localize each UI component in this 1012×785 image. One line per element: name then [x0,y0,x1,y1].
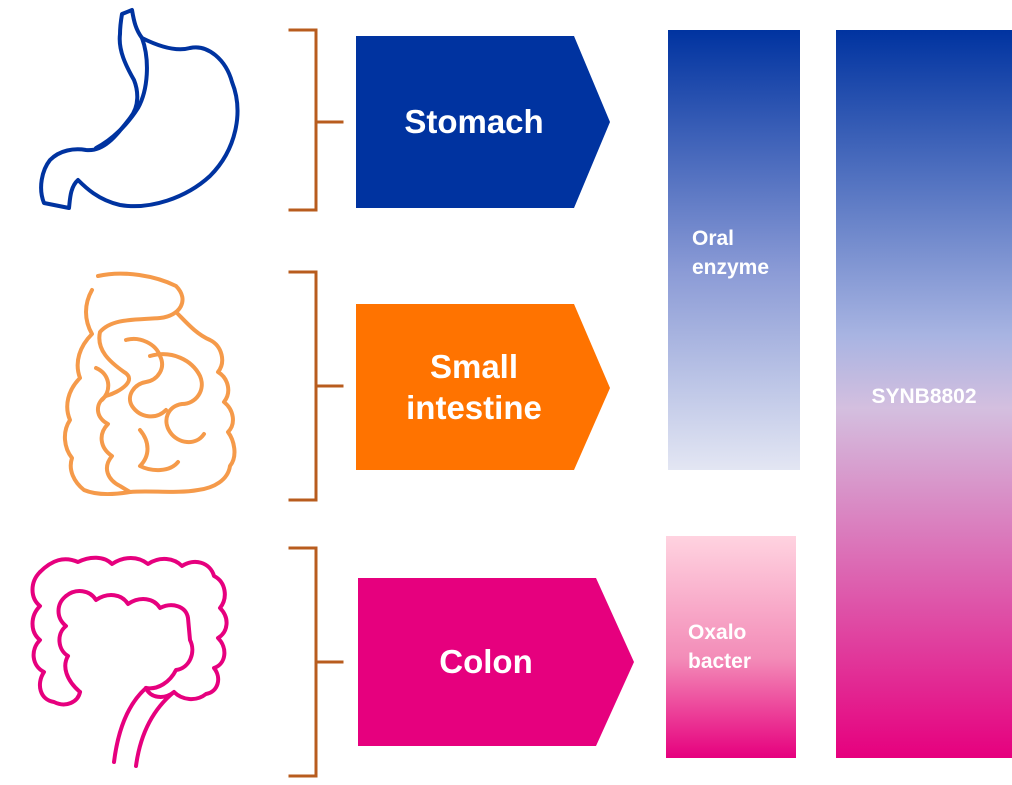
stomach-bracket [290,30,342,210]
small-intestine-bracket [290,272,342,500]
stomach-icon [41,10,237,208]
colon-bracket [290,548,342,776]
colon-label: Colon [358,578,614,746]
colon-icon [33,558,227,766]
oral-enzyme-label: Oral enzyme [692,224,788,283]
synb8802-label: SYNB8802 [836,382,1012,411]
stomach-label: Stomach [356,36,592,208]
small-intestine-label: Small intestine [356,304,592,470]
oxalobacter-label: Oxalo bacter [688,618,776,677]
small-intestine-icon [65,274,235,494]
